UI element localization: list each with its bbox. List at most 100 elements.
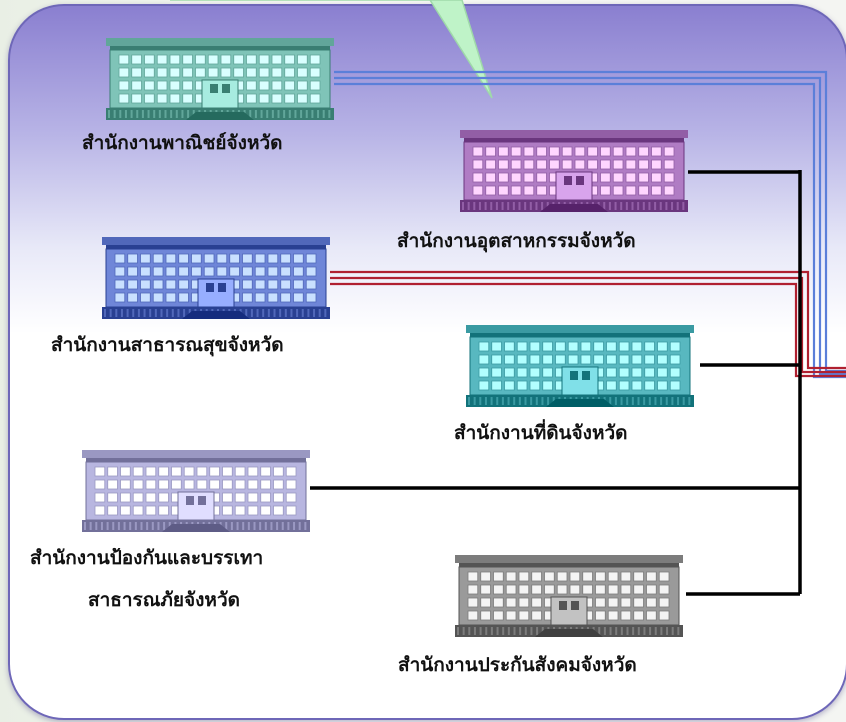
- building-window: [216, 266, 228, 277]
- building-window: [234, 466, 246, 477]
- building-window: [531, 610, 542, 621]
- building-window: [156, 93, 168, 104]
- building-window: [280, 266, 291, 277]
- building-window: [467, 584, 479, 595]
- building-window: [663, 172, 675, 183]
- building-window: [478, 341, 490, 352]
- building-window: [169, 93, 181, 104]
- building-window: [523, 159, 535, 170]
- building-window: [156, 80, 168, 91]
- building-window: [491, 341, 502, 352]
- building-window: [254, 279, 266, 290]
- building-window: [561, 159, 573, 170]
- building-window: [620, 584, 632, 595]
- building-window: [485, 185, 496, 196]
- building-window: [651, 172, 662, 183]
- building-window: [267, 279, 279, 290]
- building-window: [618, 341, 630, 352]
- building-window: [633, 597, 644, 608]
- office-label-public-health: สำนักงานสาธารณสุขจังหวัด: [51, 334, 284, 356]
- building-window: [140, 266, 151, 277]
- building-window: [158, 492, 169, 503]
- building-window: [567, 341, 579, 352]
- building-window: [631, 367, 643, 378]
- building-window: [618, 367, 630, 378]
- building-window: [646, 584, 657, 595]
- building-window: [247, 479, 259, 490]
- building-window: [254, 266, 266, 277]
- building-window: [657, 354, 668, 365]
- building-window: [669, 380, 681, 391]
- building-window: [191, 253, 202, 264]
- building-window: [118, 80, 130, 91]
- building-window: [600, 172, 611, 183]
- building-window: [638, 172, 649, 183]
- building-window: [280, 292, 291, 303]
- building-window: [612, 146, 624, 157]
- building-window: [182, 80, 193, 91]
- building-window: [612, 185, 624, 196]
- building-window: [493, 597, 504, 608]
- building-window: [267, 253, 279, 264]
- building-window: [297, 93, 308, 104]
- building-window: [633, 584, 644, 595]
- building-window: [612, 159, 624, 170]
- building-window: [246, 67, 257, 78]
- building-window: [152, 253, 164, 264]
- building-window: [587, 159, 598, 170]
- office-label-social-security: สำนักงานประกันสังคมจังหวัด: [398, 654, 637, 676]
- building-window: [549, 159, 560, 170]
- building-window: [233, 54, 244, 65]
- building-icon-industry: [460, 130, 688, 212]
- building-window: [284, 93, 295, 104]
- building-window: [285, 466, 297, 477]
- building-window: [169, 54, 181, 65]
- building-window: [529, 341, 541, 352]
- building-window: [561, 146, 573, 157]
- building-window: [118, 54, 130, 65]
- building-window: [607, 597, 619, 608]
- building-window: [156, 54, 168, 65]
- building-window: [94, 466, 106, 477]
- building-window: [620, 597, 632, 608]
- building-window: [523, 185, 535, 196]
- building-window: [606, 367, 617, 378]
- building-window: [165, 279, 177, 290]
- building-window: [651, 159, 662, 170]
- building-window: [207, 54, 219, 65]
- building-window: [127, 292, 138, 303]
- building-window: [145, 505, 157, 516]
- building-window: [216, 253, 228, 264]
- building-window: [196, 479, 208, 490]
- building-window: [644, 341, 655, 352]
- building-window: [478, 367, 490, 378]
- building-window: [258, 67, 270, 78]
- building-window: [574, 159, 586, 170]
- building-window: [152, 292, 164, 303]
- building-window: [158, 479, 169, 490]
- building-window: [144, 93, 155, 104]
- building-window: [182, 93, 193, 104]
- building-window: [280, 253, 291, 264]
- building-window: [305, 253, 317, 264]
- building-window: [158, 505, 169, 516]
- building-window: [94, 505, 106, 516]
- building-window: [658, 571, 670, 582]
- building-window: [593, 341, 604, 352]
- building-window: [567, 354, 579, 365]
- building-window: [516, 380, 528, 391]
- building-window: [480, 571, 491, 582]
- building-window: [247, 492, 259, 503]
- building-window: [131, 67, 142, 78]
- building-window: [158, 466, 169, 477]
- building-window: [663, 185, 675, 196]
- building-window: [273, 466, 284, 477]
- building-window: [582, 584, 593, 595]
- building-window: [491, 367, 502, 378]
- building-window: [480, 610, 491, 621]
- building-window: [140, 253, 151, 264]
- building-window: [523, 146, 535, 157]
- building-window: [646, 597, 657, 608]
- building-window: [600, 159, 611, 170]
